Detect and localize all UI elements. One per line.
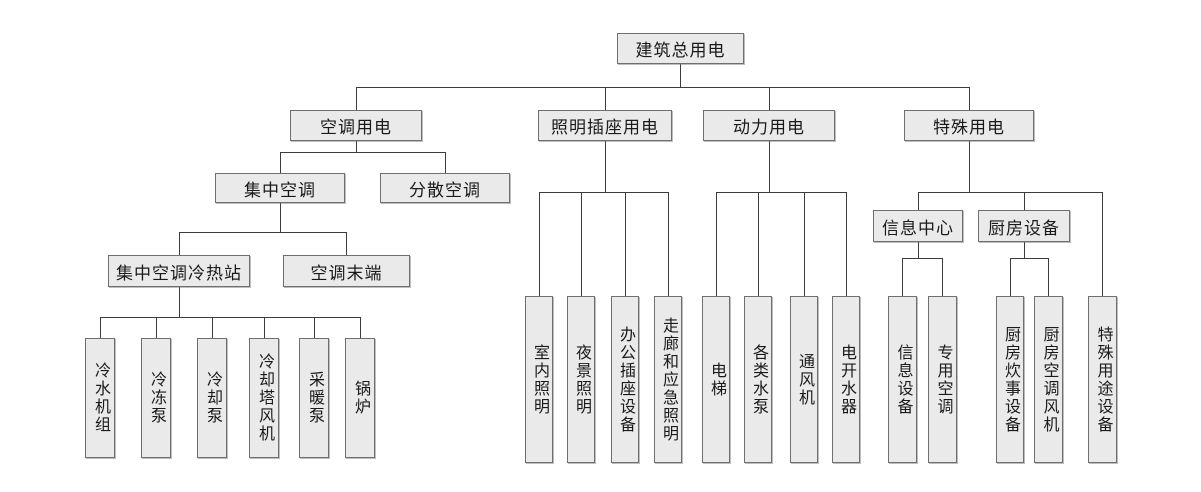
node-dedicated-hvac: 专用空调 xyxy=(928,296,957,463)
connector-line xyxy=(1024,192,1025,210)
node-cooling-pump: 冷却泵 xyxy=(197,338,227,458)
connector-line xyxy=(716,192,717,296)
node-kitchen-equipment: 厨房设备 xyxy=(978,210,1070,242)
node-office-socket-equipment: 办公插座设备 xyxy=(611,296,639,463)
connector-line xyxy=(668,192,669,296)
connector-line xyxy=(356,87,970,88)
connector-line xyxy=(758,192,759,296)
connector-line xyxy=(918,192,919,210)
connector-line xyxy=(969,141,970,192)
connector-line xyxy=(179,232,180,255)
node-kitchen-cooking-equipment: 厨房炊事设备 xyxy=(996,296,1024,463)
node-ventilation-fan: 通风机 xyxy=(790,296,818,463)
node-building-total-electricity: 建筑总用电 xyxy=(617,33,744,64)
connector-line xyxy=(902,258,943,259)
connector-line xyxy=(264,317,265,338)
connector-line xyxy=(769,87,770,110)
node-electric-water-heater: 电开水器 xyxy=(832,296,860,463)
connector-line xyxy=(539,192,540,296)
node-information-equipment: 信息设备 xyxy=(888,296,917,463)
connector-line xyxy=(625,192,626,296)
node-chilled-water-pump: 冷冻泵 xyxy=(141,338,171,458)
node-indoor-lighting: 室内照明 xyxy=(525,296,553,463)
node-elevator: 电梯 xyxy=(702,296,730,463)
node-kitchen-hvac-fan: 厨房空调风机 xyxy=(1034,296,1063,463)
connector-line xyxy=(280,203,281,232)
node-cooling-tower-fan: 冷却塔风机 xyxy=(249,338,279,458)
connector-line xyxy=(716,192,847,193)
connector-line xyxy=(280,152,281,173)
connector-line xyxy=(100,317,361,318)
connector-line xyxy=(804,192,805,296)
connector-line xyxy=(902,258,903,296)
connector-line xyxy=(969,87,970,110)
connector-line xyxy=(1024,242,1025,258)
connector-line xyxy=(1010,258,1011,296)
connector-line xyxy=(445,152,446,173)
connector-line xyxy=(100,317,101,338)
node-corridor-emergency-lighting: 走廊和应急照明 xyxy=(654,296,682,463)
connector-line xyxy=(918,192,1103,193)
node-central-hvac-plant: 集中空调冷热站 xyxy=(108,255,250,287)
connector-line xyxy=(179,287,180,317)
node-nightscape-lighting: 夜景照明 xyxy=(567,296,595,463)
node-information-center: 信息中心 xyxy=(873,210,963,242)
connector-line xyxy=(769,141,770,192)
connector-line xyxy=(314,317,315,338)
connector-line xyxy=(212,317,213,338)
node-water-pumps: 各类水泵 xyxy=(744,296,772,463)
connector-line xyxy=(918,242,919,258)
connector-line xyxy=(846,192,847,296)
node-hvac-terminal: 空调末端 xyxy=(283,255,410,287)
connector-line xyxy=(680,64,681,87)
connector-line xyxy=(942,258,943,296)
node-power-electricity: 动力用电 xyxy=(703,110,835,141)
connector-line xyxy=(280,152,446,153)
connector-line xyxy=(539,192,669,193)
connector-line xyxy=(360,317,361,338)
node-distributed-hvac: 分散空调 xyxy=(380,173,510,203)
connector-line xyxy=(179,232,347,233)
node-heating-pump: 采暖泵 xyxy=(299,338,329,458)
node-special-purpose-equipment: 特殊用途设备 xyxy=(1088,296,1117,463)
connector-line xyxy=(356,141,357,152)
connector-line xyxy=(356,87,357,110)
node-chiller-unit: 冷水机组 xyxy=(85,338,115,458)
connector-line xyxy=(1010,258,1049,259)
connector-line xyxy=(156,317,157,338)
connector-line xyxy=(605,141,606,192)
connector-line xyxy=(581,192,582,296)
node-hvac-electricity: 空调用电 xyxy=(290,110,422,141)
connector-line xyxy=(605,87,606,110)
connector-line xyxy=(1102,192,1103,296)
node-special-electricity: 特殊用电 xyxy=(904,110,1034,141)
connector-line xyxy=(1048,258,1049,296)
node-boiler: 锅炉 xyxy=(345,338,375,458)
node-lighting-socket-electricity: 照明插座用电 xyxy=(538,110,672,141)
node-central-hvac: 集中空调 xyxy=(215,173,345,203)
connector-line xyxy=(346,232,347,255)
